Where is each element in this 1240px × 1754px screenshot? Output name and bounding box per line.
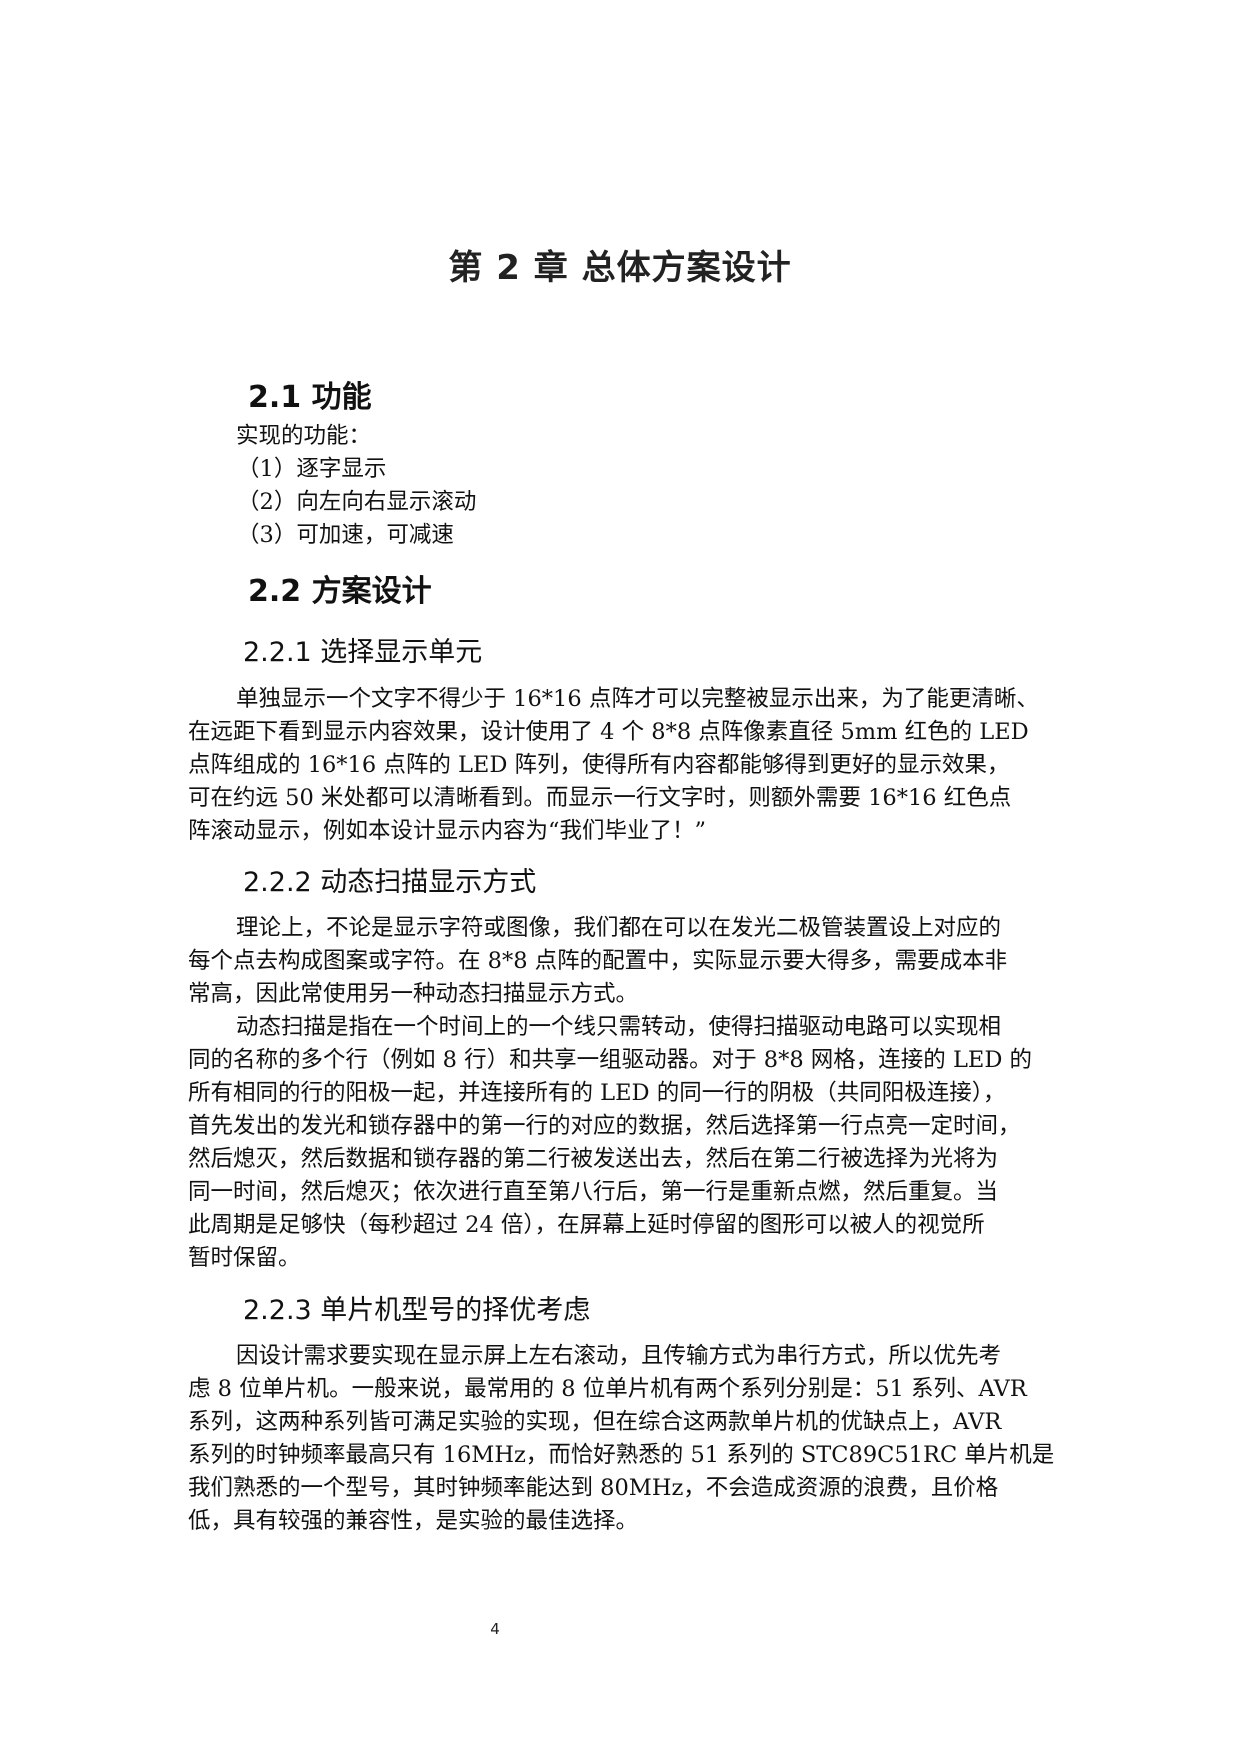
paragraph-line: 虑 8 位单片机。一般来说，最常用的 8 位单片机有两个系列分别是：51 系列、…: [188, 1376, 1027, 1402]
subsection-heading-2-2-3: 2.2.3 单片机型号的择优考虑: [243, 1295, 591, 1326]
paragraph-line: 所有相同的行的阳极一起，并连接所有的 LED 的同一行的阴极（共同阳极连接），: [188, 1080, 1006, 1106]
paragraph-line: 常高，因此常使用另一种动态扫描显示方式。: [188, 981, 639, 1007]
section-heading-2-2: 2.2 方案设计: [248, 574, 432, 609]
paragraph-line: 然后熄灭，然后数据和锁存器的第二行被发送出去，然后在第二行被选择为光将为: [188, 1146, 999, 1172]
section-heading-2-1: 2.1 功能: [248, 380, 372, 415]
page-number: 4: [490, 1620, 500, 1638]
paragraph-line: 低，具有较强的兼容性，是实验的最佳选择。: [188, 1508, 639, 1534]
paragraph-line: 阵滚动显示，例如本设计显示内容为“我们毕业了！”: [188, 818, 707, 844]
subsection-heading-2-2-1: 2.2.1 选择显示单元: [243, 637, 483, 668]
function-item-2: （2）向左向右显示滚动: [237, 489, 477, 515]
function-item-3: （3）可加速，可减速: [237, 522, 454, 548]
paragraph-line: 点阵组成的 16*16 点阵的 LED 阵列，使得所有内容都能够得到更好的显示效…: [188, 752, 1010, 778]
paragraph-line: 每个点去构成图案或字符。在 8*8 点阵的配置中，实际显示要大得多，需要成本非: [188, 948, 1008, 974]
paragraph-line: 暂时保留。: [188, 1245, 301, 1271]
chapter-title: 第 2 章 总体方案设计: [448, 248, 792, 288]
paragraph-line: 因设计需求要实现在显示屏上左右滚动，且传输方式为串行方式，所以优先考: [236, 1343, 1002, 1369]
paragraph-line: 此周期是足够快（每秒超过 24 倍），在屏幕上延时停留的图形可以被人的视觉所: [188, 1212, 985, 1238]
paragraph-line: 我们熟悉的一个型号，其时钟频率能达到 80MHz，不会造成资源的浪费，且价格: [188, 1475, 999, 1501]
paragraph-line: 首先发出的发光和锁存器中的第一行的对应的数据，然后选择第一行点亮一定时间，: [188, 1113, 1021, 1139]
subsection-heading-2-2-2: 2.2.2 动态扫描显示方式: [243, 867, 537, 898]
paragraph-line: 同的名称的多个行（例如 8 行）和共享一组驱动器。对于 8*8 网格，连接的 L…: [188, 1047, 1033, 1073]
paragraph-line: 系列，这两种系列皆可满足实验的实现，但在综合这两款单片机的优缺点上，AVR: [188, 1409, 1002, 1435]
function-intro: 实现的功能：: [236, 423, 372, 449]
paragraph-line: 动态扫描是指在一个时间上的一个线只需转动，使得扫描驱动电路可以实现相: [236, 1014, 1002, 1040]
paragraph-line: 可在约远 50 米处都可以清晰看到。而显示一行文字时，则额外需要 16*16 红…: [188, 785, 1012, 811]
paragraph-line: 在远距下看到显示内容效果，设计使用了 4 个 8*8 点阵像素直径 5mm 红色…: [188, 719, 1029, 745]
paragraph-line: 单独显示一个文字不得少于 16*16 点阵才可以完整被显示出来，为了能更清晰、: [236, 686, 1039, 712]
paragraph-line: 同一时间，然后熄灭；依次进行直至第八行后，第一行是重新点燃，然后重复。当: [188, 1179, 999, 1205]
paragraph-line: 理论上，不论是显示字符或图像，我们都在可以在发光二极管装置设上对应的: [236, 915, 1002, 941]
paragraph-line: 系列的时钟频率最高只有 16MHz，而恰好熟悉的 51 系列的 STC89C51…: [188, 1442, 1055, 1468]
function-item-1: （1）逐字显示: [237, 456, 387, 482]
